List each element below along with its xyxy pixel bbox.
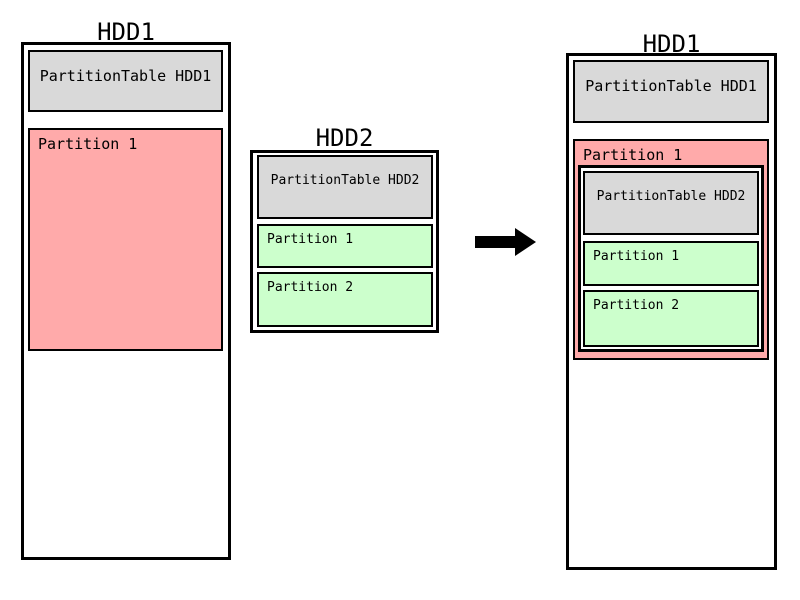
embedded-partition-table-label: PartitionTable HDD2: [596, 189, 746, 204]
left-partition1-block: Partition 1: [28, 128, 223, 351]
source-partition1-block: Partition 1: [257, 224, 433, 268]
embedded-partition2-block: Partition 2: [583, 290, 759, 347]
left-partition1-label: Partition 1: [38, 135, 138, 153]
source-partition2-block: Partition 2: [257, 272, 433, 327]
left-partition-table-block: PartitionTable HDD1: [28, 50, 223, 112]
source-partition2-label: Partition 2: [267, 280, 354, 295]
result-partition-table-block: PartitionTable HDD1: [573, 60, 769, 123]
result-partition-table-label: PartitionTable HDD1: [585, 77, 757, 95]
arrow-right-icon: [475, 228, 536, 256]
embedded-partition-table-block: PartitionTable HDD2: [583, 171, 759, 235]
embedded-partition1-label: Partition 1: [593, 249, 680, 264]
result-partition1-label: Partition 1: [583, 146, 683, 164]
embedded-partition2-label: Partition 2: [593, 298, 680, 313]
left-disk-title: HDD1: [97, 18, 155, 46]
source-partition-table-label: PartitionTable HDD2: [270, 173, 420, 188]
source-disk-title: HDD2: [315, 124, 374, 152]
left-partition-table-label: PartitionTable HDD1: [39, 67, 212, 85]
source-partition-table-block: PartitionTable HDD2: [257, 155, 433, 219]
embedded-partition1-block: Partition 1: [583, 241, 759, 286]
source-partition1-label: Partition 1: [267, 232, 354, 247]
